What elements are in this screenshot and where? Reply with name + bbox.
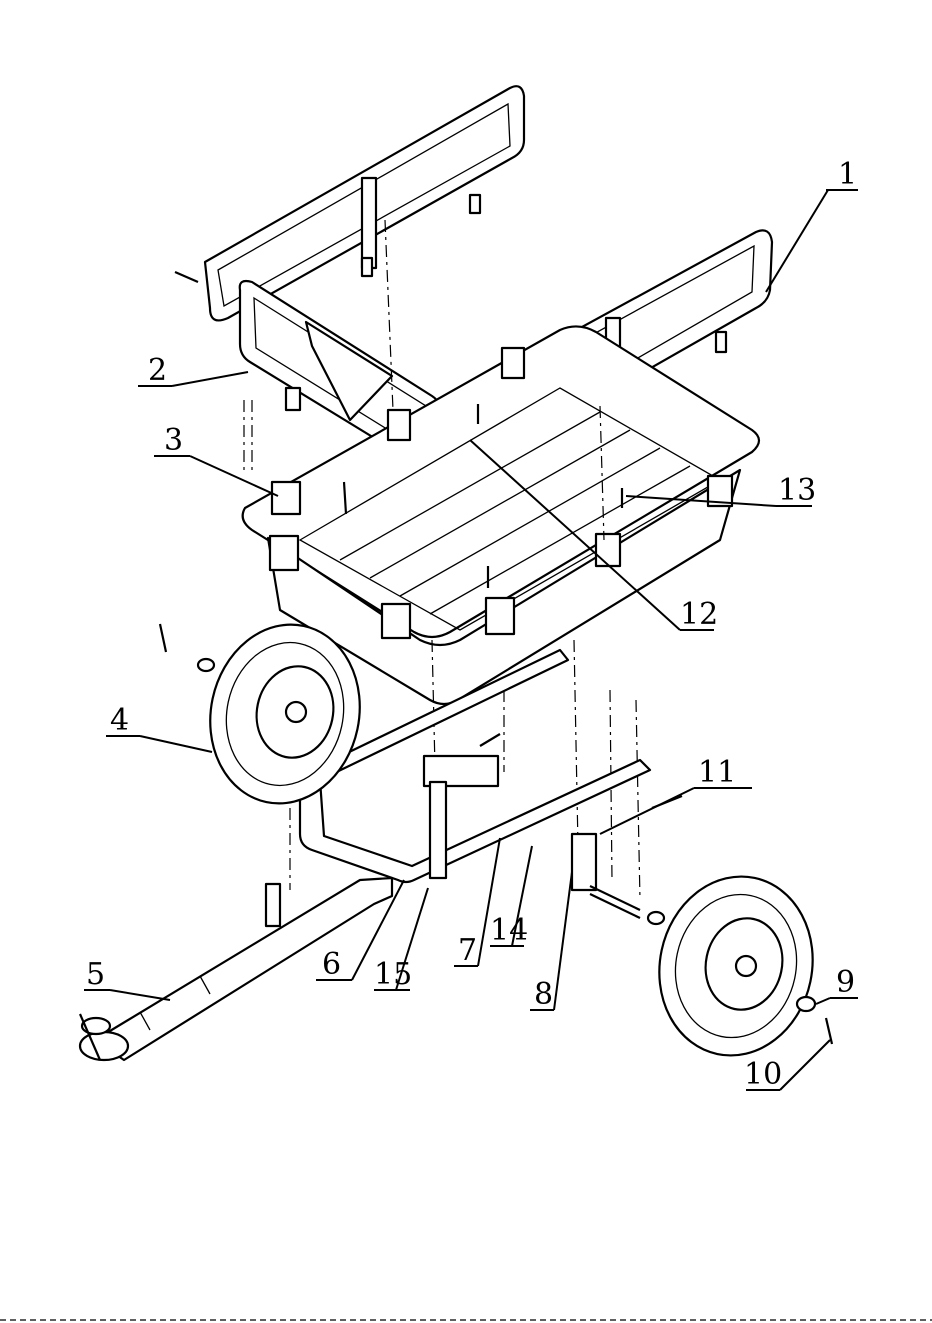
callout-3: 3 (164, 423, 183, 458)
callout-9: 9 (836, 965, 855, 1000)
callout-15: 15 (374, 957, 412, 992)
side-rail-rear (175, 86, 524, 320)
callout-8: 8 (534, 977, 553, 1012)
callout-10: 10 (744, 1057, 782, 1092)
callout-7: 7 (458, 933, 477, 968)
callout-6: 6 (322, 947, 341, 982)
callout-4: 4 (110, 703, 129, 738)
callout-5: 5 (86, 957, 105, 992)
callout-14: 14 (490, 913, 528, 948)
callout-1: 1 (838, 157, 857, 192)
callout-11: 11 (698, 755, 736, 790)
callout-2: 2 (148, 353, 167, 388)
wheel-right (643, 862, 832, 1070)
callout-12: 12 (680, 597, 718, 632)
callout-13: 13 (778, 473, 816, 508)
tow-handle (80, 878, 392, 1060)
